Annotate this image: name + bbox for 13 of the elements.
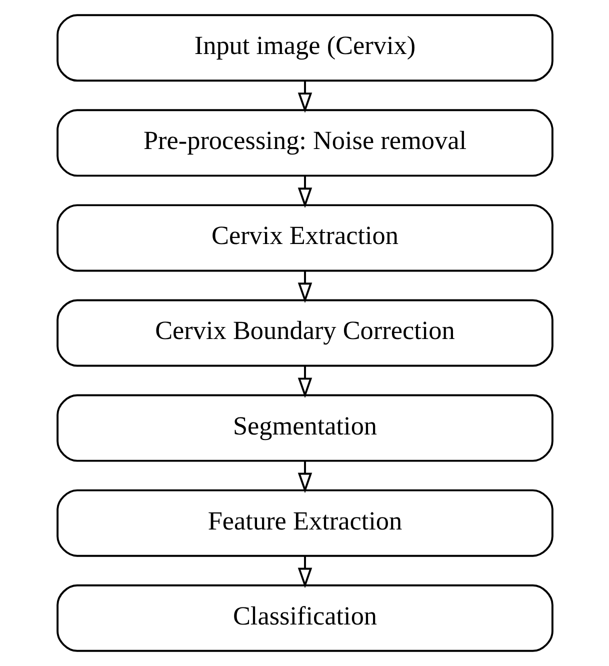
- arrow: [297, 366, 312, 398]
- node-box: Pre-processing: Noise removal: [56, 109, 553, 177]
- arrow: [297, 461, 312, 494]
- node-box: Input image (Cervix): [56, 14, 553, 82]
- node-box: Segmentation: [56, 394, 553, 462]
- arrow: [297, 176, 312, 208]
- node-box: Cervix Boundary Correction: [56, 299, 553, 367]
- node-box: Classification: [56, 584, 553, 652]
- node-box: Cervix Extraction: [56, 204, 553, 272]
- arrow: [297, 556, 312, 588]
- arrow: [297, 81, 312, 113]
- node-box: Feature Extraction: [56, 489, 553, 557]
- arrow: [297, 271, 312, 303]
